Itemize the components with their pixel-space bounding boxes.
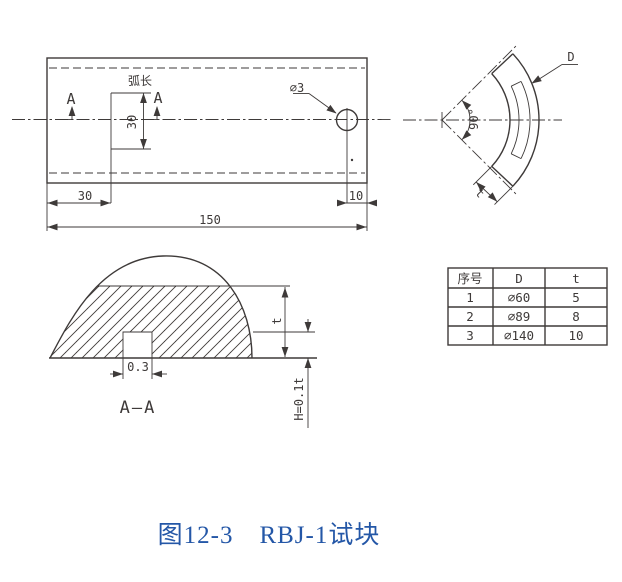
section-view: t H=0.1t 0.3 A—A xyxy=(49,255,317,428)
section-mark-a2: A xyxy=(148,89,163,120)
table-row-2: 2 ∅89 8 xyxy=(466,309,580,324)
radial-centerline-upper xyxy=(441,44,518,121)
notch-height-dimension: H=0.1t xyxy=(292,319,312,428)
small-dot-mark xyxy=(350,158,354,162)
plan-dimensions: 30 10 150 xyxy=(46,183,377,231)
cell-r3-t: 10 xyxy=(568,328,583,343)
dome-outline xyxy=(49,255,253,359)
notch-width-dimension: 0.3 xyxy=(110,358,167,379)
section-mark-a1: A xyxy=(63,90,76,120)
table-header-d: D xyxy=(515,271,523,286)
dim-total-150: 150 xyxy=(199,213,221,227)
figure-caption: 图12-3 RBJ-1试块 xyxy=(158,521,381,549)
table-header-index: 序号 xyxy=(457,271,482,286)
cell-r3-d: ∅140 xyxy=(504,328,534,343)
t-dimension: t xyxy=(472,166,514,205)
d-label: D xyxy=(567,50,574,64)
hole-label: ∅3 xyxy=(290,81,304,95)
hole-callout: ∅3 xyxy=(290,81,359,203)
notch-height-label: H=0.1t xyxy=(292,377,306,420)
slot-dim-30: 30 xyxy=(125,115,139,129)
plate-outline xyxy=(46,57,368,184)
dim-right-10: 10 xyxy=(349,189,363,203)
notch-outline xyxy=(122,331,153,358)
section-t-label: t xyxy=(270,317,284,324)
table-row-3: 3 ∅140 10 xyxy=(466,328,583,343)
slot-projection xyxy=(510,80,531,160)
cell-r1-t: 5 xyxy=(572,290,580,305)
t-label: t xyxy=(472,186,487,201)
arc-length-label: 弧长 xyxy=(128,74,152,88)
table-row-1: 1 ∅60 5 xyxy=(466,290,580,305)
angle-90-label: 90° xyxy=(467,108,481,130)
dim-left-30: 30 xyxy=(78,189,92,203)
section-letter-a2: A xyxy=(153,89,162,107)
angle-dimension: 90° xyxy=(459,97,481,143)
d-view: 90° D t xyxy=(403,44,578,205)
notch-width-label: 0.3 xyxy=(127,360,149,374)
table-header-t: t xyxy=(572,271,580,286)
slot-bracket: 弧长 30 xyxy=(110,74,152,203)
section-title: A—A xyxy=(120,398,157,418)
cell-r1-index: 1 xyxy=(466,290,474,305)
curved-block-outline xyxy=(491,53,540,187)
cell-r2-index: 2 xyxy=(466,309,474,324)
cell-r2-d: ∅89 xyxy=(508,309,531,324)
section-letter-a1: A xyxy=(66,90,75,108)
spec-table: 序号 D t 1 ∅60 5 2 ∅89 8 3 ∅140 10 xyxy=(447,267,608,346)
cell-r3-index: 3 xyxy=(466,328,474,343)
cell-r2-t: 8 xyxy=(572,309,580,324)
d-leader: D xyxy=(529,50,578,87)
plan-view: A A 弧长 30 ∅3 xyxy=(12,57,392,231)
cell-r1-d: ∅60 xyxy=(508,290,531,305)
section-t-dimension: t xyxy=(270,287,289,357)
radial-centerline-lower xyxy=(441,119,518,196)
